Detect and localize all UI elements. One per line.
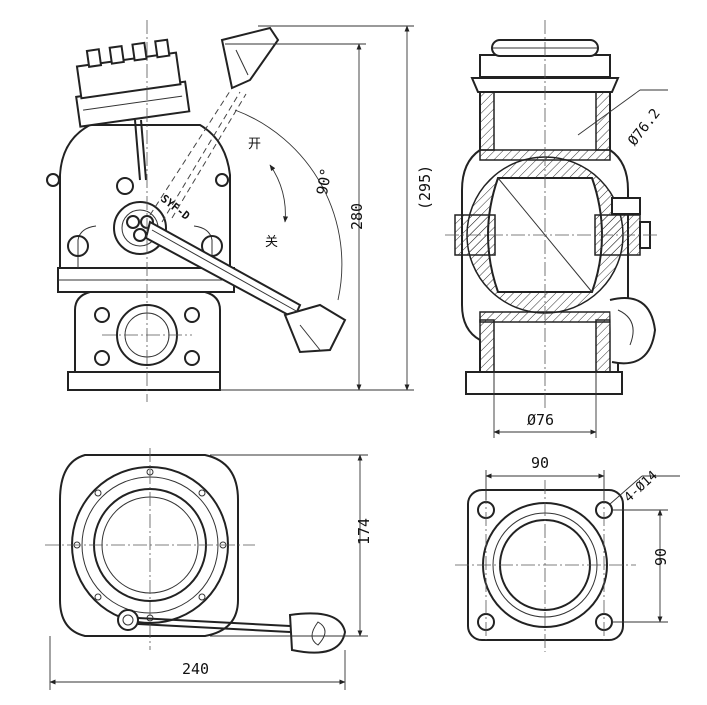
angle-label: 90° bbox=[313, 167, 335, 197]
handle-grip-closed bbox=[283, 303, 347, 354]
front-upper-housing bbox=[59, 124, 231, 269]
top-view: 174 240 bbox=[45, 448, 373, 690]
rotation-arc bbox=[234, 109, 343, 301]
dim-295: (295) bbox=[416, 165, 434, 210]
dim-174: 174 bbox=[355, 518, 373, 545]
front-bolt bbox=[184, 307, 200, 323]
front-handle-open bbox=[149, 26, 280, 223]
dim-280: 280 bbox=[348, 203, 366, 230]
front-bolt bbox=[94, 307, 110, 323]
dim-d76: Ø76 bbox=[527, 411, 554, 429]
front-nut bbox=[116, 177, 134, 195]
front-bolt bbox=[184, 350, 200, 366]
front-handle-closed bbox=[144, 220, 347, 354]
flange-view: 90 90 4-Ø14 bbox=[455, 454, 680, 652]
dim-d76-2: Ø76.2 bbox=[625, 106, 664, 149]
dim-bolt-holes: 4-Ø14 bbox=[621, 468, 660, 505]
handle-grip-open bbox=[220, 26, 280, 90]
front-side-lug bbox=[215, 173, 229, 187]
top-stem bbox=[117, 609, 139, 631]
dim-flange-90-side: 90 bbox=[652, 548, 670, 566]
section-handle-knob bbox=[609, 297, 657, 365]
front-view: SYF-D 开 关 90° 280 bbox=[46, 20, 434, 402]
front-boss bbox=[67, 235, 89, 257]
dim-flange-90-top: 90 bbox=[531, 454, 549, 472]
dim-240: 240 bbox=[182, 660, 209, 678]
top-handle-grip bbox=[288, 612, 347, 654]
open-label: 开 bbox=[248, 137, 261, 152]
close-label: 关 bbox=[265, 235, 278, 250]
front-cap bbox=[75, 38, 191, 128]
front-bolt bbox=[94, 350, 110, 366]
rotation-direction-arrow bbox=[269, 164, 289, 223]
front-side-lug bbox=[46, 173, 60, 187]
section-view: Ø76.2 Ø76 bbox=[445, 20, 668, 438]
top-body-outline bbox=[59, 454, 239, 637]
front-base-flange bbox=[67, 371, 221, 391]
